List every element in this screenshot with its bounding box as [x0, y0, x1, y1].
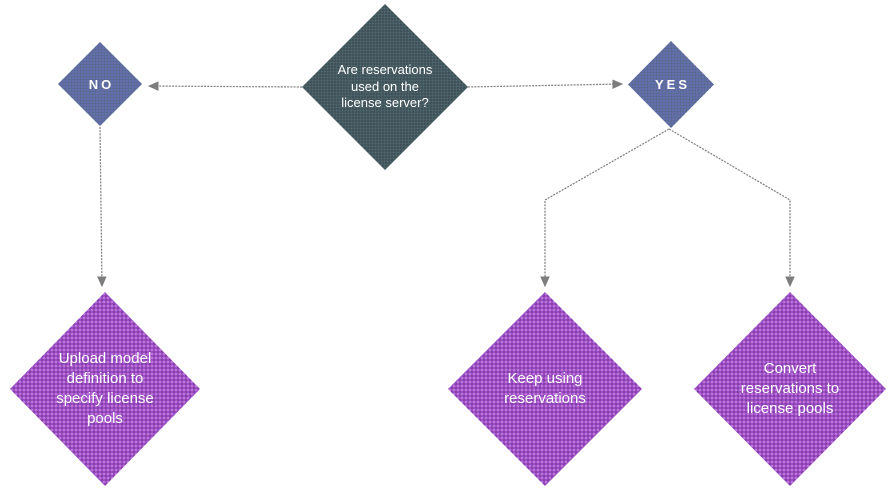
edge-no-to-upload	[97, 126, 107, 288]
upload-model-text: Upload model definition to specify licen…	[56, 349, 154, 428]
question-text: Are reservations used on the license ser…	[337, 61, 433, 111]
convert-reservations-text: Convert reservations to license pools	[740, 359, 840, 418]
edge-question-to-no	[147, 81, 303, 91]
no-label: NO	[88, 76, 115, 92]
keep-reservations-text: Keep using reservations	[504, 369, 586, 407]
yes-label: YES	[654, 77, 690, 92]
edge-question-to-yes	[467, 79, 624, 89]
edge-yes-to-convert	[668, 128, 795, 288]
edge-yes-to-keep	[540, 128, 670, 288]
